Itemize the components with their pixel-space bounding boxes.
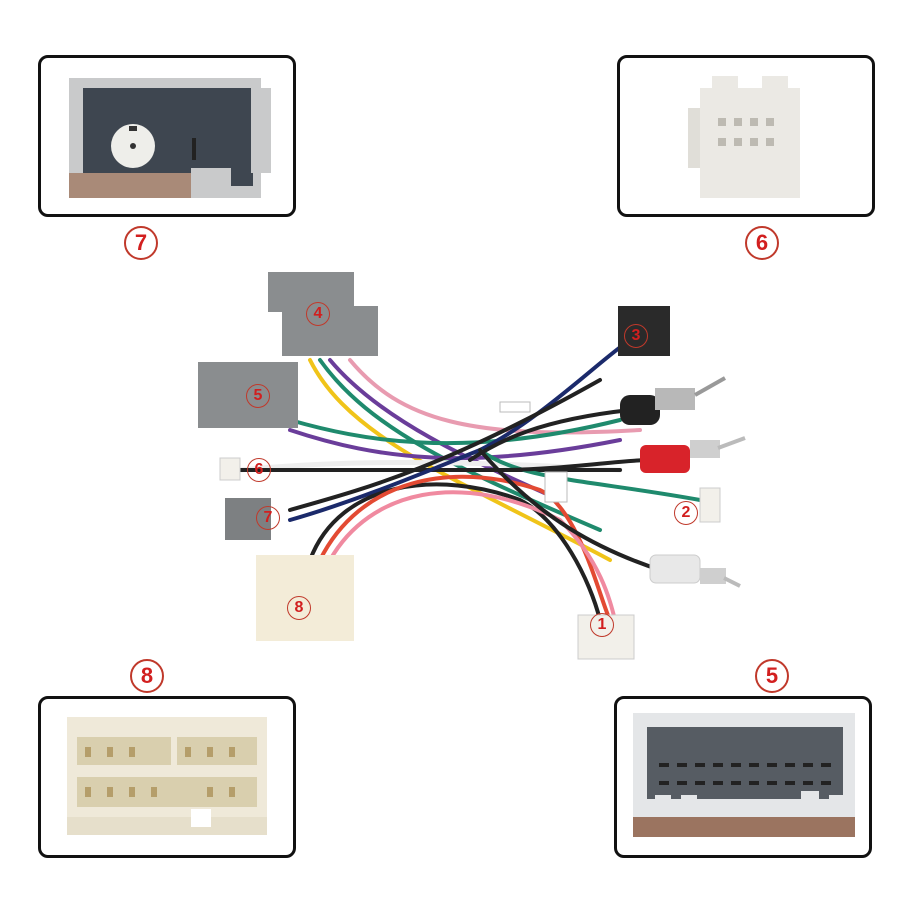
harness-label-7: 7 — [256, 506, 280, 530]
connector-8-image — [67, 717, 267, 835]
harness-label-4: 4 — [306, 302, 330, 326]
label-badge-5: 5 — [755, 659, 789, 693]
connector-6-image — [688, 76, 800, 198]
harness-label-3: 3 — [624, 324, 648, 348]
connector-5-image — [633, 713, 855, 837]
panel-connector-5 — [614, 696, 872, 858]
harness-label-8: 8 — [287, 596, 311, 620]
harness-label-6: 6 — [247, 458, 271, 482]
panel-connector-8 — [38, 696, 296, 858]
harness-label-1: 1 — [590, 613, 614, 637]
label-badge-6: 6 — [745, 226, 779, 260]
connector-7-image — [69, 78, 271, 198]
panel-connector-6 — [617, 55, 875, 217]
harness-label-2: 2 — [674, 501, 698, 525]
label-badge-7: 7 — [124, 226, 158, 260]
harness-label-5: 5 — [246, 384, 270, 408]
panel-connector-7 — [38, 55, 296, 217]
label-badge-8: 8 — [130, 659, 164, 693]
